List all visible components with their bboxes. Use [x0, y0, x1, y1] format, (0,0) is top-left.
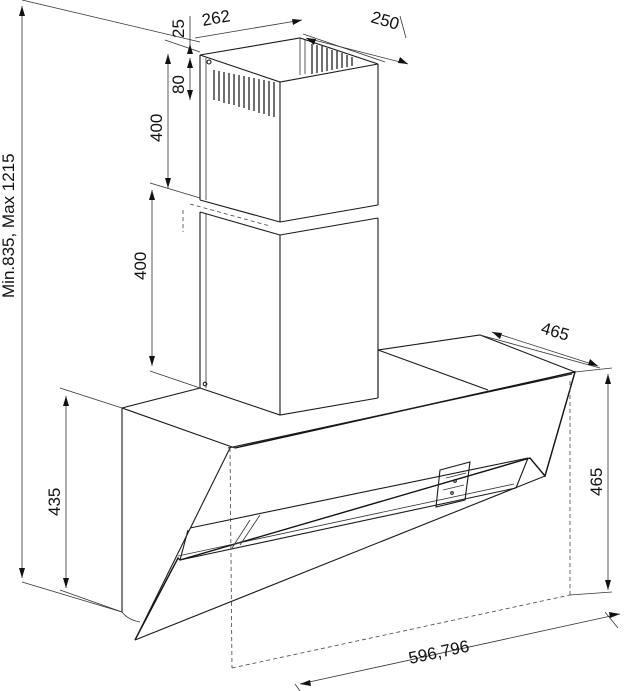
- chimney-top-offset-label: 25: [169, 19, 188, 38]
- chimney-width-label: 262: [200, 6, 231, 30]
- hood-width-label: 596,796: [407, 637, 471, 668]
- vent-slots-left: [213, 70, 275, 117]
- upper-chimney: [199, 37, 379, 223]
- hood-height-left-label: 435: [45, 488, 64, 516]
- vent-slot-height-label: 80: [169, 75, 188, 94]
- upper-chimney-height-label: 400: [147, 114, 166, 142]
- chimney-depth-label: 250: [369, 8, 402, 34]
- hood-depth-label: 465: [539, 319, 572, 345]
- dimension-labels: Min.835, Max 1215 435 400 400 80 25 262 …: [0, 6, 606, 668]
- lower-chimney-height-label: 400: [131, 252, 150, 280]
- extension-lines: [21, 0, 619, 691]
- dimension-lines: [19, 6, 621, 686]
- hood-body: [121, 334, 576, 669]
- overall-height-label: Min.835, Max 1215: [0, 153, 18, 298]
- lower-chimney: [182, 203, 379, 416]
- vent-slots-back: [311, 44, 353, 74]
- hood-height-right-label: 465: [587, 468, 606, 496]
